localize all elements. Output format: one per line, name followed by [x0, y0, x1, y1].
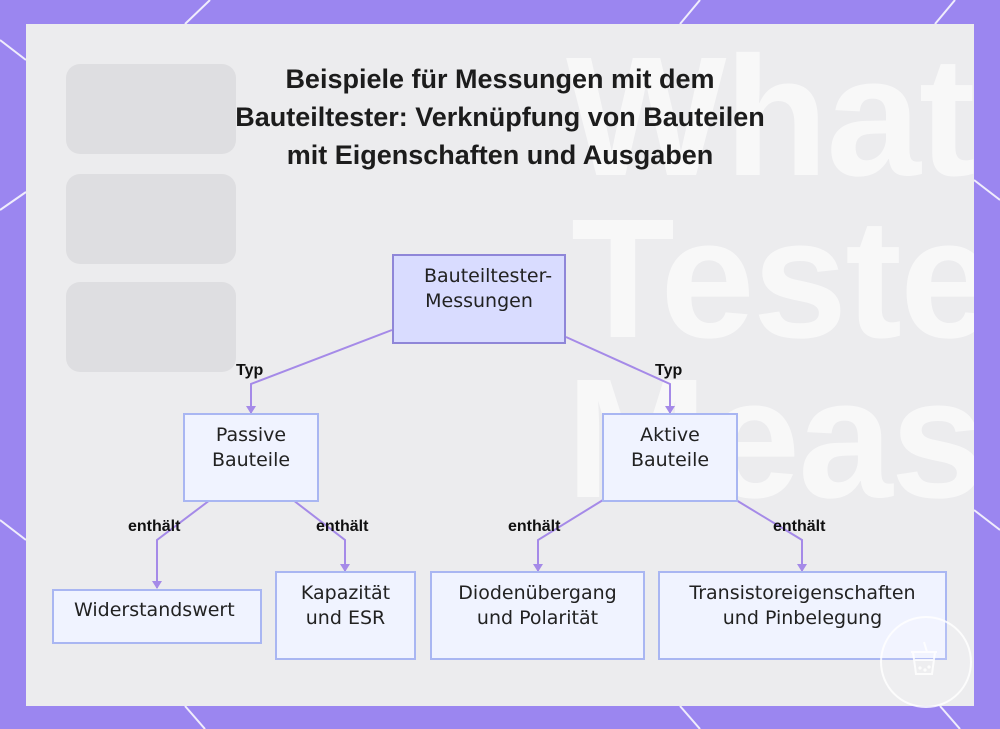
edge-label-root-passive: Typ: [236, 362, 264, 379]
node-capacitance-label: Kapazität und ESR: [300, 582, 391, 629]
node-diode[interactable]: Diodenübergang und Polarität: [430, 571, 645, 660]
node-diode-label: Diodenübergang und Polarität: [458, 582, 617, 629]
node-transistor-label: Transistoreigenschaften und Pinbelegung: [689, 582, 916, 629]
edge-label-root-active: Typ: [655, 362, 683, 379]
node-passive-label: Passive Bauteile: [211, 424, 291, 471]
node-active[interactable]: Aktive Bauteile: [602, 413, 738, 502]
edge-label-passive-resistance: enthält: [128, 518, 181, 535]
node-root-label: Bauteiltester-Messungen: [424, 265, 553, 312]
bubble-tea-icon: [911, 641, 937, 675]
node-resistance[interactable]: Widerstandswert: [52, 589, 262, 644]
node-passive[interactable]: Passive Bauteile: [183, 413, 319, 502]
edge-label-active-transistor: enthält: [773, 518, 826, 535]
background-word: What: [566, 24, 974, 212]
node-capacitance[interactable]: Kapazität und ESR: [275, 571, 416, 660]
background-panel: [66, 64, 236, 154]
edge-label-passive-capacitance: enthält: [316, 518, 369, 535]
background-panel: [66, 282, 236, 372]
node-active-label: Aktive Bauteile: [630, 424, 710, 471]
node-root[interactable]: Bauteiltester-Messungen: [392, 254, 566, 344]
node-resistance-label: Widerstandswert: [74, 599, 235, 621]
edge-label-active-diode: enthält: [508, 518, 561, 535]
diagram-title: Beispiele für Messungen mit dem Bauteilt…: [235, 64, 765, 170]
background-word: Teste: [571, 184, 974, 374]
background-panel: [66, 174, 236, 264]
watermark-badge: [880, 616, 972, 708]
